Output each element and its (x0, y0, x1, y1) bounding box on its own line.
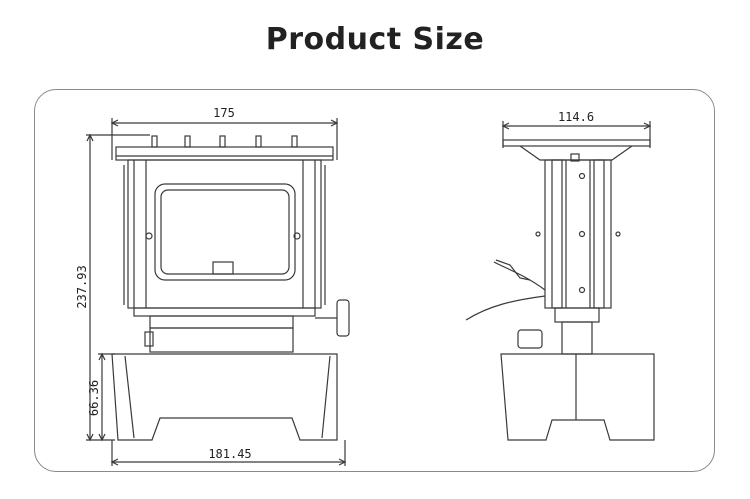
front-view (86, 118, 350, 466)
side-top-dimension (501, 121, 652, 148)
side-column (544, 159, 612, 309)
front-base (111, 353, 338, 441)
front-top-dimension (110, 118, 339, 160)
side-base (500, 353, 655, 441)
front-height-base-label: 66.36 (87, 380, 101, 416)
side-width-top-label: 114.6 (558, 110, 594, 124)
drawing-frame (34, 89, 715, 472)
side-cable-2 (465, 295, 546, 321)
front-knob (336, 299, 350, 337)
front-window (154, 183, 296, 281)
front-neck (149, 315, 294, 329)
side-knob (517, 329, 543, 349)
front-width-base-label: 181.45 (208, 447, 251, 461)
side-top-plate (502, 139, 651, 147)
side-cable-1 (493, 261, 546, 291)
front-height-total-label: 237.93 (75, 265, 89, 308)
front-top-pins (151, 135, 298, 148)
side-view (465, 121, 655, 441)
front-width-top-label: 175 (213, 106, 235, 120)
front-bottom-dimension (110, 440, 347, 466)
page-title: Product Size (265, 22, 485, 57)
front-body (127, 159, 322, 309)
front-height-dimension (86, 133, 150, 442)
front-top-plate (115, 146, 334, 161)
